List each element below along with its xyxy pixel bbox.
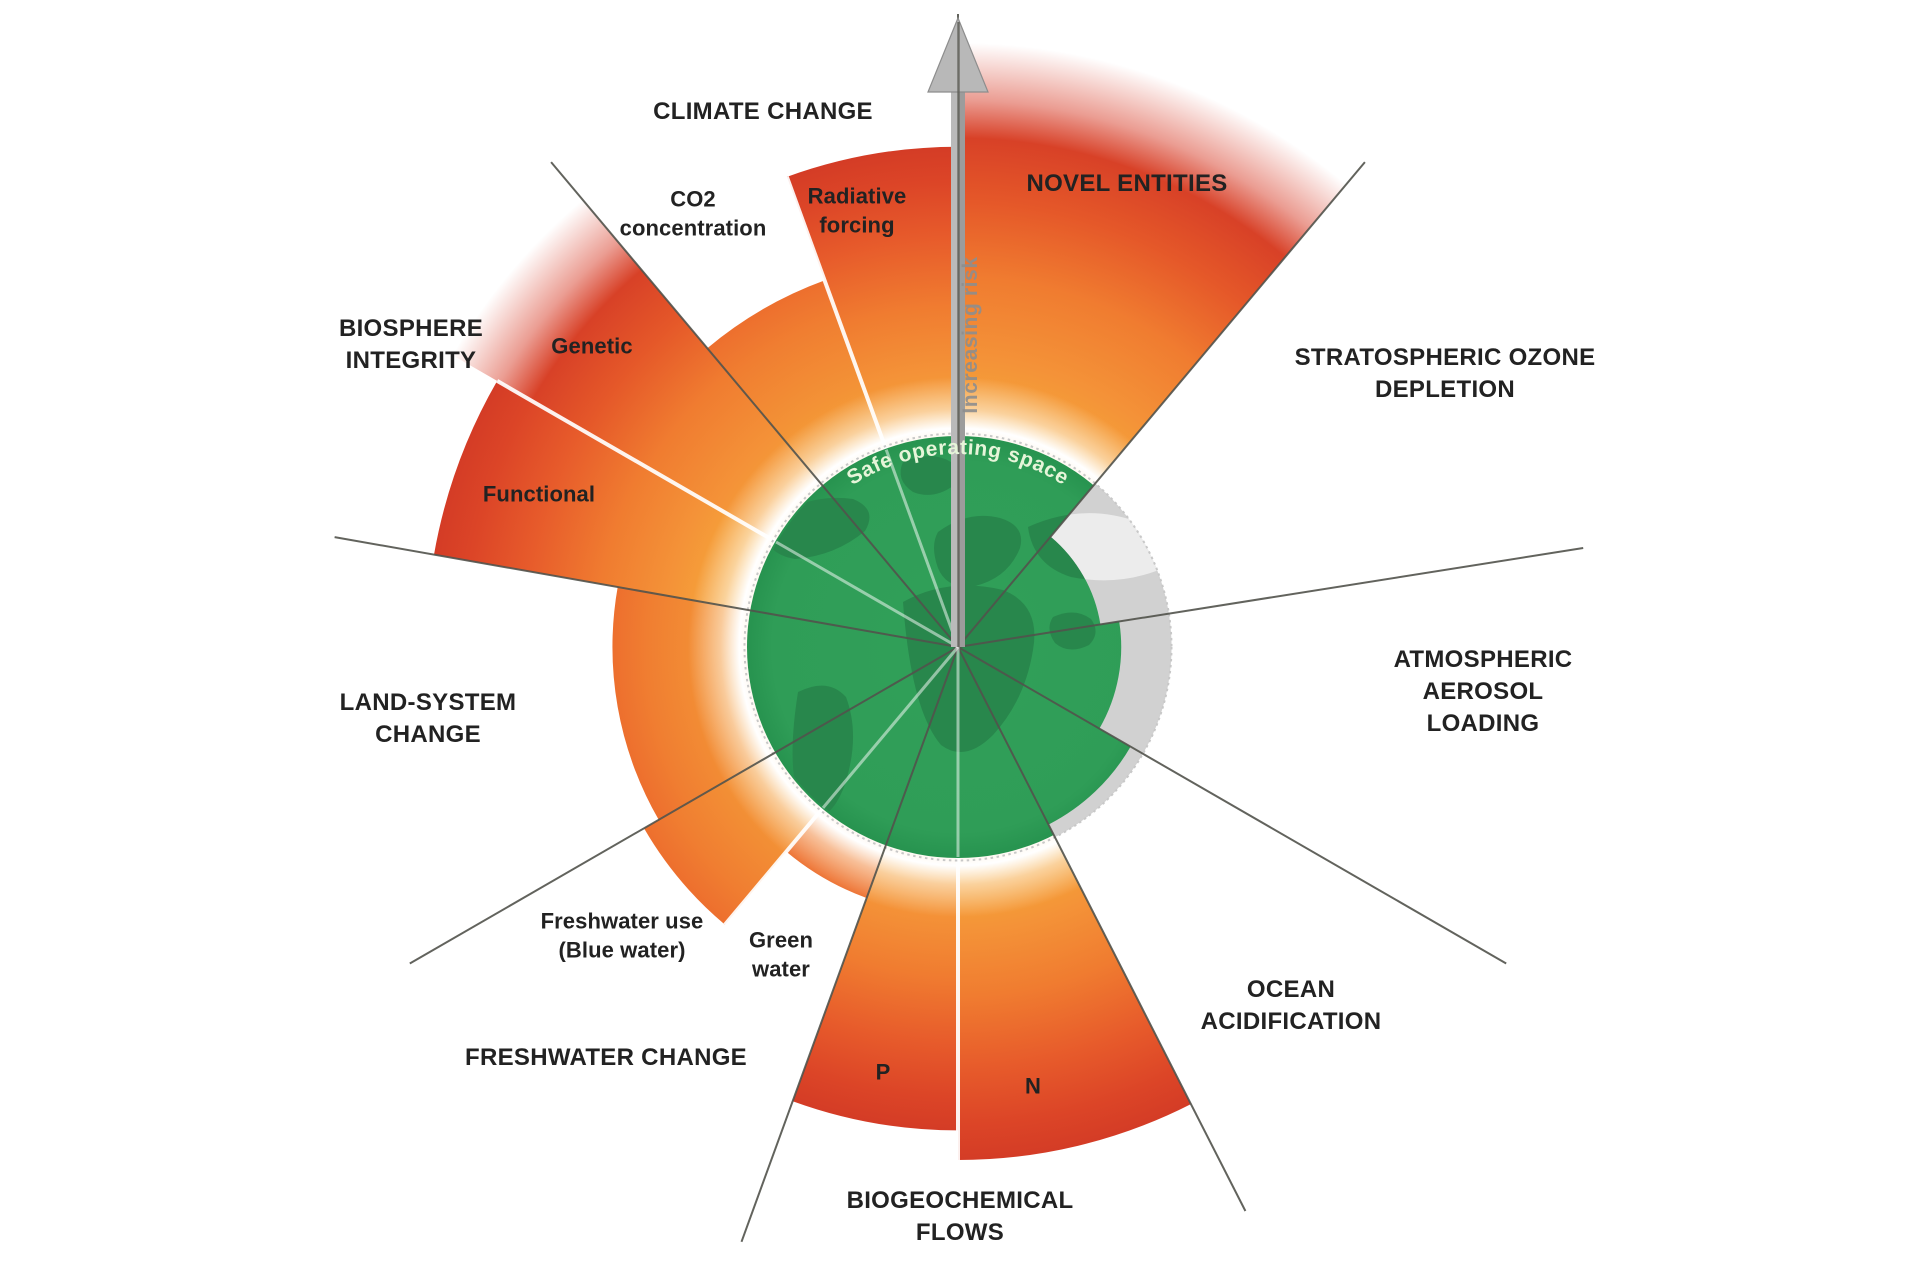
increasing-risk-axis-label: Increasing risk xyxy=(959,256,982,414)
sector-line xyxy=(550,161,959,648)
sector-boundary-lines xyxy=(334,14,1584,1243)
label-novel-entities: NOVEL ENTITIES xyxy=(1026,169,1228,197)
inner-divider xyxy=(884,449,960,648)
label-nitrogen: N xyxy=(1025,1073,1041,1099)
label-freshwater-use-blue-water: Freshwater use(Blue water) xyxy=(540,908,704,963)
label-freshwater-change: FRESHWATER CHANGE xyxy=(465,1043,747,1071)
label-genetic: Genetic xyxy=(551,333,633,359)
label-functional: Functional xyxy=(482,481,596,507)
label-phosphorus: P xyxy=(875,1059,891,1085)
arrow-shaft-shade xyxy=(958,80,965,647)
sector-line xyxy=(957,646,1247,1212)
sector-line xyxy=(957,547,1584,648)
arrow-shaft xyxy=(951,80,958,647)
planetary-boundary-dotted-ring xyxy=(743,432,1173,862)
label-climate-change: CLIMATE CHANGE xyxy=(653,97,873,125)
sector-line xyxy=(957,646,1507,965)
inner-divider xyxy=(775,540,959,649)
sector-line xyxy=(334,536,959,648)
increasing-risk-arrow xyxy=(927,16,989,647)
inner-divider xyxy=(821,646,960,809)
sector-line xyxy=(740,646,959,1243)
sector-line xyxy=(409,646,959,965)
sector-line xyxy=(957,161,1366,648)
